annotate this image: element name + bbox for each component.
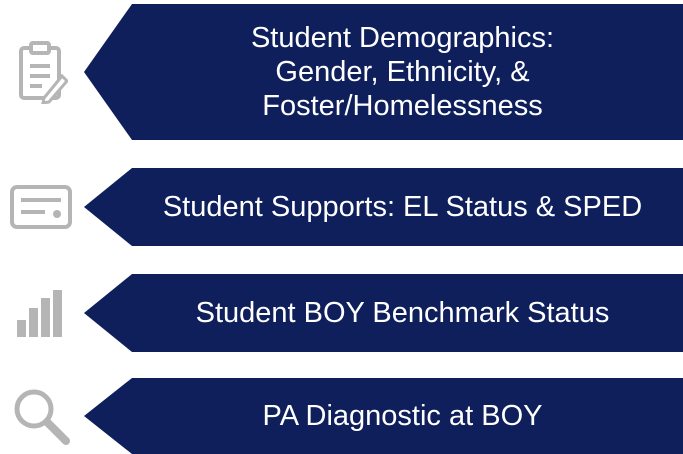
magnifier-icon (6, 378, 76, 454)
banner-label: Student BOY Benchmark Status (195, 297, 610, 329)
item-supports: Student Supports: EL Status & SPED (0, 168, 683, 246)
id-card-icon (6, 168, 76, 246)
banner-supports: Student Supports: EL Status & SPED (84, 168, 683, 246)
banner-label: Student Demographics: Gender, Ethnicity,… (250, 22, 555, 122)
item-diagnostic: PA Diagnostic at BOY (0, 378, 683, 454)
item-demographics: Student Demographics: Gender, Ethnicity,… (0, 4, 683, 140)
banner-label: PA Diagnostic at BOY (262, 400, 543, 432)
banner-demographics: Student Demographics: Gender, Ethnicity,… (84, 4, 683, 140)
banner-diagnostic: PA Diagnostic at BOY (84, 378, 683, 454)
clipboard-icon (6, 4, 76, 140)
bar-chart-icon (6, 274, 76, 352)
item-benchmark: Student BOY Benchmark Status (0, 274, 683, 352)
banner-benchmark: Student BOY Benchmark Status (84, 274, 683, 352)
banner-label: Student Supports: EL Status & SPED (162, 191, 643, 223)
